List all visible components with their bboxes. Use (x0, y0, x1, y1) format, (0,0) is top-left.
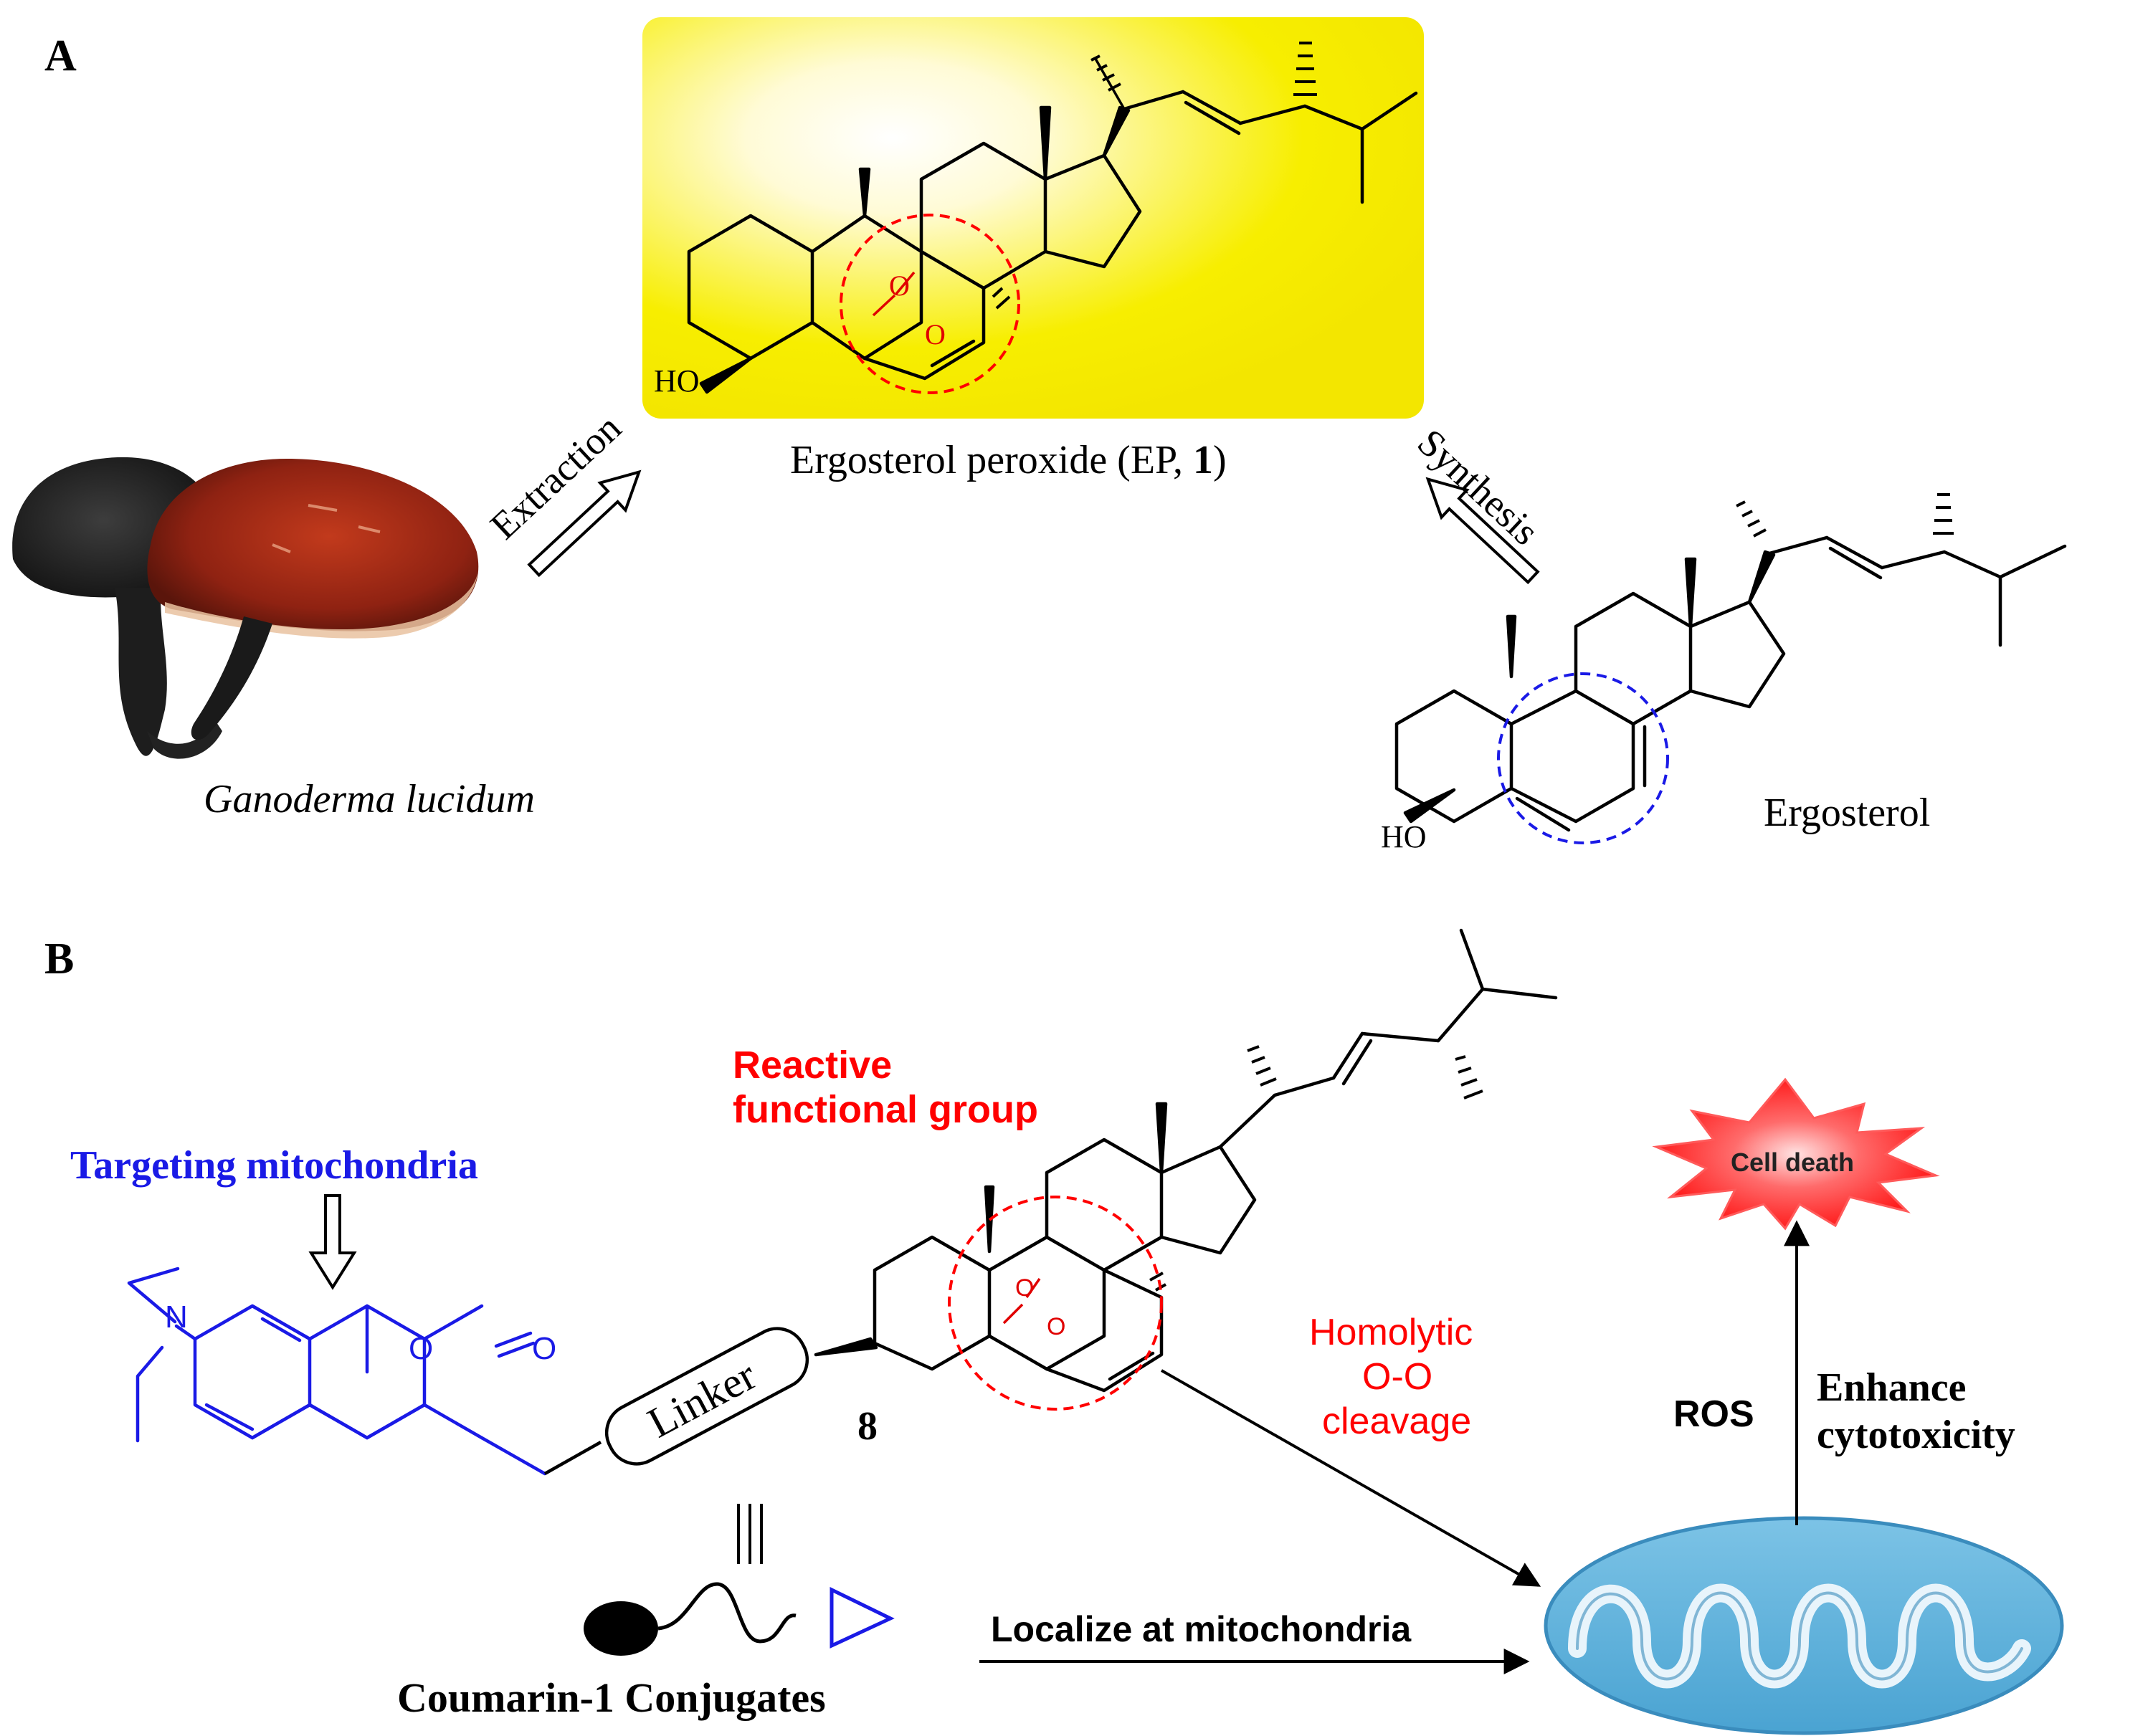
compound-number: 8 (857, 1404, 878, 1449)
cleavage-arrow (1161, 1369, 1541, 1587)
ep-peroxide-bridge: O O (840, 214, 1020, 394)
reactive-line1: Reactive (733, 1044, 892, 1087)
linker-connector (543, 1441, 602, 1475)
ergosterol-structure (1394, 535, 2067, 832)
ep-caption-prefix: Ergosterol peroxide (EP, (790, 438, 1193, 482)
c8-reactive-circle (948, 1196, 1163, 1411)
ep-ho-label: HO (654, 363, 700, 399)
cell-death-label: Cell death (1731, 1148, 1854, 1177)
mitochondrion (1544, 1516, 2064, 1735)
ergosterol-ho-label: HO (1381, 819, 1427, 854)
coumarin-n-label: N (165, 1299, 188, 1335)
c8-peroxide-o1: O (1015, 1274, 1034, 1302)
ep-caption-suffix: ) (1213, 438, 1227, 482)
cell-death-burst (1652, 1077, 1940, 1231)
extraction-arrow (527, 469, 642, 578)
conjugate-cartoon (584, 1582, 895, 1656)
extraction-label: Extraction (482, 406, 629, 547)
panel-b-label: B (44, 935, 74, 983)
compound-8-peroxide: O O (948, 1196, 1163, 1411)
mushroom-illustration (12, 457, 479, 759)
equivalence-sign (737, 1504, 763, 1564)
compound-8-structure (814, 928, 1558, 1393)
reactive-line2: functional group (733, 1088, 1038, 1131)
ep-hashed-bonds (992, 42, 1317, 310)
homolytic-line1: Homolytic (1309, 1312, 1473, 1353)
coumarin-structure (127, 1267, 547, 1476)
panel-a-label: A (44, 32, 77, 80)
ergosterol-peroxide-structure (687, 57, 1418, 394)
c8-peroxide-o2: O (1047, 1313, 1065, 1340)
mushroom-caption: Ganoderma lucidum (204, 777, 535, 821)
ep-peroxide-o2: O (925, 318, 946, 350)
localize-label: Localize at mitochondria (991, 1609, 1412, 1649)
coumarin-o-ring-label: O (409, 1331, 433, 1366)
coumarin-o-carbonyl-label: O (532, 1331, 556, 1366)
targeting-mitochondria-label: Targeting mitochondria (70, 1143, 478, 1188)
homolytic-line3: cleavage (1322, 1401, 1471, 1442)
ep-caption: Ergosterol peroxide (EP, 1) (790, 438, 1227, 482)
compound-8-hashed-bonds (1149, 1045, 1483, 1292)
enhance-line1: Enhance (1817, 1365, 1967, 1410)
ergosterol-caption: Ergosterol (1764, 791, 1930, 835)
ergosterol-hashed-bonds (1736, 493, 1954, 538)
enhance-line2: cytotoxicity (1817, 1413, 2015, 1457)
linker-box: Linker (604, 1327, 809, 1466)
homolytic-line2: O-O (1362, 1356, 1432, 1398)
ep-reactive-circle (840, 214, 1020, 394)
ergosterol-diene-circle (1497, 672, 1669, 844)
targeting-arrow (308, 1194, 357, 1290)
ros-label: ROS (1673, 1393, 1754, 1435)
synthesis-arrow (1425, 477, 1540, 585)
ep-highlight-box (642, 17, 1424, 419)
conjugates-label: Coumarin-1 Conjugates (397, 1674, 826, 1721)
ep-peroxide-o1: O (889, 270, 910, 302)
ep-caption-number: 1 (1193, 438, 1213, 482)
